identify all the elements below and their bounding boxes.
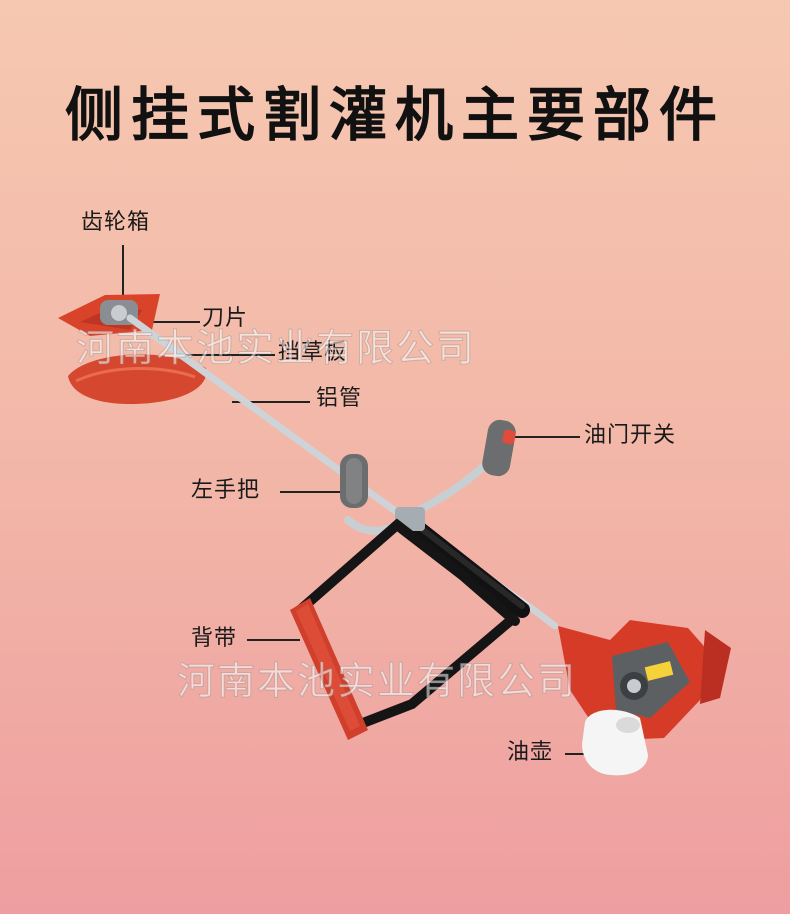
- fuel-tank: [582, 709, 648, 776]
- page-title: 侧挂式割灌机主要部件: [64, 81, 725, 149]
- fuel-tank-label: 油壶: [507, 740, 554, 765]
- throttle-label: 油门开关: [584, 423, 677, 448]
- tube-label: 铝管: [316, 386, 363, 411]
- left-handle-label: 左手把: [191, 478, 261, 503]
- gearbox-label: 齿轮箱: [81, 210, 151, 235]
- blade-label: 刀片: [202, 306, 249, 331]
- left-handle-grip: [340, 454, 368, 508]
- right-handle-grip: [482, 419, 516, 477]
- strap-label: 背带: [191, 626, 238, 651]
- grass-guard: [68, 354, 207, 405]
- harness-strap: [290, 518, 520, 740]
- engine: [558, 620, 731, 740]
- guard-label: 挡草板: [278, 340, 348, 365]
